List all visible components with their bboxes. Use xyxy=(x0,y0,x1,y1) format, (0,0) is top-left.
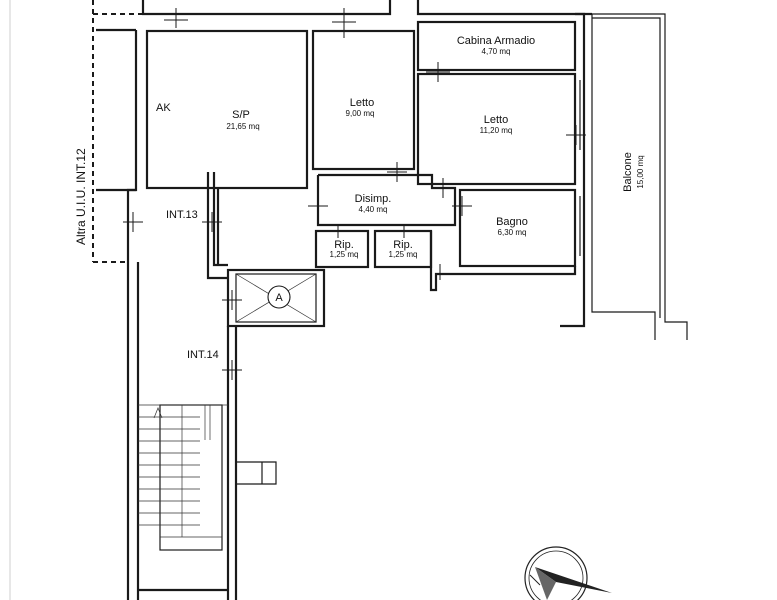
cabina-area: 4,70 mq xyxy=(482,47,511,56)
balcone-area: 15,00 mq xyxy=(636,155,645,188)
letto2-area: 11,20 mq xyxy=(480,126,513,135)
elevator-label: A xyxy=(275,292,283,304)
soggiorno-area: 21,65 mq xyxy=(226,122,259,131)
cabina-name: Cabina Armadio xyxy=(457,35,535,47)
soggiorno-name: S/P xyxy=(232,109,250,121)
rip1-name: Rip. xyxy=(334,239,354,251)
elevator-symbol: A xyxy=(267,285,291,309)
letto1-name: Letto xyxy=(350,97,374,109)
rip1-area: 1,25 mq xyxy=(330,250,359,259)
balcone-label-group: Balcone 15,00 mq xyxy=(622,152,645,192)
ak-label: AK xyxy=(156,102,171,114)
adjacent-unit-boundary xyxy=(92,0,143,263)
stair-steps xyxy=(138,404,228,551)
compass-icon xyxy=(524,546,612,600)
bagno-area: 6,30 mq xyxy=(498,228,527,237)
rip2-name: Rip. xyxy=(393,239,413,251)
int13-label: INT.13 xyxy=(166,209,198,221)
rip2-area: 1,25 mq xyxy=(389,250,418,259)
letto2-name: Letto xyxy=(484,114,508,126)
altra-uiu-label: Altra U.I.U. INT.12 xyxy=(74,148,88,245)
int14-label: INT.14 xyxy=(187,349,219,361)
letto1-area: 9,00 mq xyxy=(346,109,375,118)
bagno-name: Bagno xyxy=(496,216,528,228)
altra-uiu-label-group: Altra U.I.U. INT.12 xyxy=(74,148,88,245)
balcone-name: Balcone xyxy=(622,152,634,192)
disimpegno-name: Disimp. xyxy=(355,193,392,205)
exterior-walls xyxy=(96,0,688,600)
opening-marks xyxy=(123,8,586,380)
disimpegno-area: 4,40 mq xyxy=(359,205,388,214)
